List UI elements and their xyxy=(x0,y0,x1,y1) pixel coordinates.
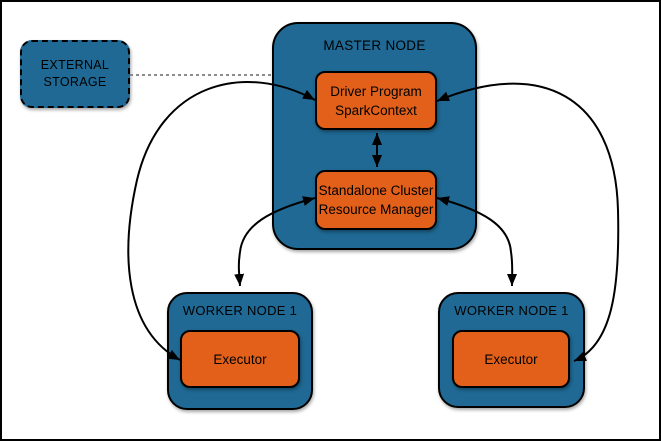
driver-program-line1: Driver Program xyxy=(330,83,422,99)
executor-box-right: Executor xyxy=(452,330,570,388)
executor-left-label: Executor xyxy=(213,351,267,367)
resource-manager-box: Standalone Cluster Resource Manager xyxy=(315,170,437,230)
external-storage-line2: STORAGE xyxy=(43,75,107,89)
resource-manager-line1: Standalone Cluster xyxy=(318,183,434,198)
master-node: MASTER NODE Driver Program SparkContext … xyxy=(272,22,477,250)
master-node-label: MASTER NODE xyxy=(323,38,426,53)
worker-node-right: WORKER NODE 1 Executor xyxy=(438,292,585,408)
worker-node-right-label: WORKER NODE 1 xyxy=(454,303,569,318)
external-storage-line1: EXTERNAL xyxy=(40,58,110,72)
worker-node-left-label: WORKER NODE 1 xyxy=(182,303,298,318)
driver-program-box: Driver Program SparkContext xyxy=(315,71,437,130)
executor-right-label: Executor xyxy=(484,351,538,367)
driver-program-line2: SparkContext xyxy=(335,102,417,118)
worker-node-left: WORKER NODE 1 Executor xyxy=(167,292,313,410)
resource-manager-line2: Resource Manager xyxy=(318,202,434,217)
executor-box-left: Executor xyxy=(180,330,300,388)
external-storage-label: EXTERNAL STORAGE xyxy=(41,57,109,91)
external-storage-node: EXTERNAL STORAGE xyxy=(20,40,130,108)
